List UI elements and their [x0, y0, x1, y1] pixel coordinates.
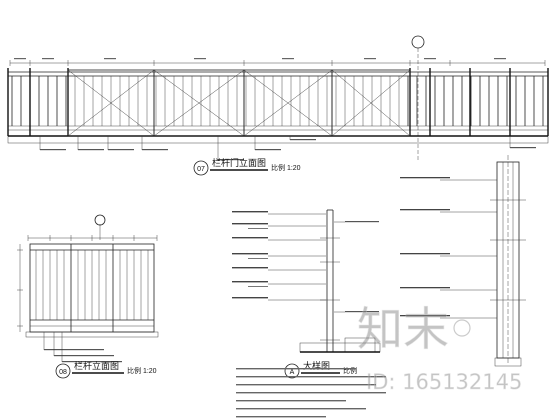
- watermark-id: ID: 165132145: [366, 370, 522, 394]
- gate-elevation-drawing: 07 栏杆门立面图 比例 1:20: [7, 35, 549, 176]
- watermark-brand: 知末: [357, 302, 449, 356]
- gate-view-title: 栏杆门立面图: [212, 157, 266, 168]
- railing-view-number-circle: [55, 363, 71, 379]
- detail-view-title: 大样图: [303, 360, 330, 371]
- gate-view-number-circle: [193, 160, 209, 176]
- detail-view-scale: 比例: [343, 366, 357, 375]
- detail-section-drawing: A 大样图 比例: [232, 209, 381, 379]
- general-notes-block: [236, 368, 386, 418]
- railing-view-number: 08: [59, 369, 67, 376]
- detail-view-letter: A: [290, 369, 295, 376]
- gate-view-number: 07: [197, 166, 205, 173]
- railing-view-scale: 比例 1:20: [127, 366, 157, 375]
- detail-view-letter-circle: [284, 363, 300, 379]
- axis-bubble: [94, 214, 106, 226]
- watermark: 知末 ID: 165132145: [357, 302, 523, 395]
- railing-view-title: 栏杆立面图: [74, 360, 119, 371]
- post-section-drawing: [400, 155, 526, 367]
- gate-view-scale: 比例 1:20: [271, 163, 301, 172]
- axis-bubble: [411, 35, 425, 49]
- railing-elevation-drawing: 08 栏杆立面图 比例 1:20: [17, 214, 159, 379]
